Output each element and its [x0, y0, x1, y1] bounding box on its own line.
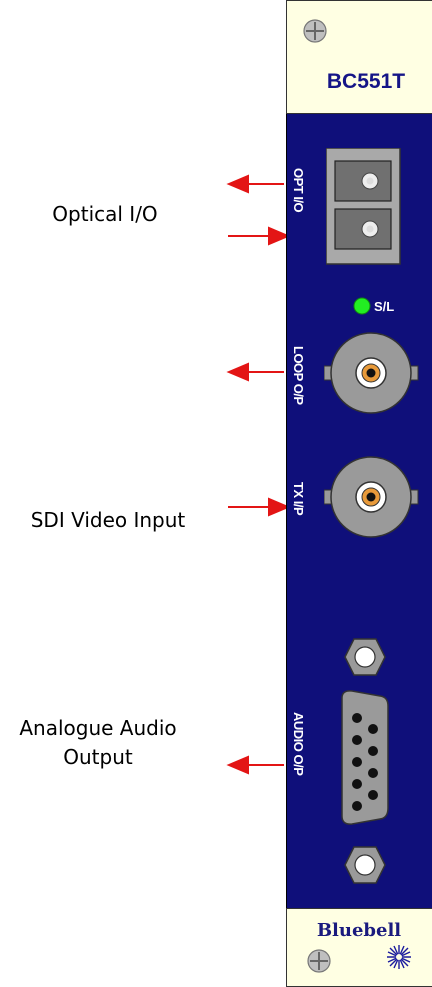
audio-op-label: AUDIO O/P: [291, 712, 306, 776]
top-cap: [286, 0, 432, 114]
callout-analogue-audio-line1: Analogue Audio: [19, 716, 177, 740]
screw-icon: [307, 949, 331, 973]
arrow-icon: [226, 755, 284, 775]
screw-icon: [303, 19, 327, 43]
arrow-icon: [228, 226, 291, 246]
starburst-logo-icon: [387, 945, 411, 969]
bnc-connector-icon: [324, 456, 419, 538]
hex-nut-icon: [344, 638, 386, 676]
opt-io-label: OPT I/O: [291, 168, 306, 213]
db9-connector-icon: [341, 690, 389, 825]
model-label: BC551T: [326, 70, 406, 93]
optical-connector-icon: [326, 148, 401, 265]
tx-ip-label: TX I/P: [291, 482, 306, 516]
arrow-icon: [226, 174, 284, 194]
callout-optical-io: Optical I/O: [52, 202, 158, 226]
hex-nut-icon: [344, 846, 386, 884]
callout-sdi-video-input: SDI Video Input: [30, 508, 186, 532]
bnc-connector-icon: [324, 332, 419, 414]
loop-op-label: LOOP O/P: [291, 346, 306, 405]
callout-analogue-audio-line2: Output: [63, 745, 133, 769]
arrow-icon: [228, 497, 291, 517]
brand-label: Bluebell: [316, 920, 402, 941]
arrow-icon: [226, 362, 284, 382]
card-panel: BC551T Bluebell OPT I/O S/L: [286, 0, 432, 987]
led-label: S/L: [374, 299, 395, 314]
status-led-icon: [353, 297, 371, 315]
